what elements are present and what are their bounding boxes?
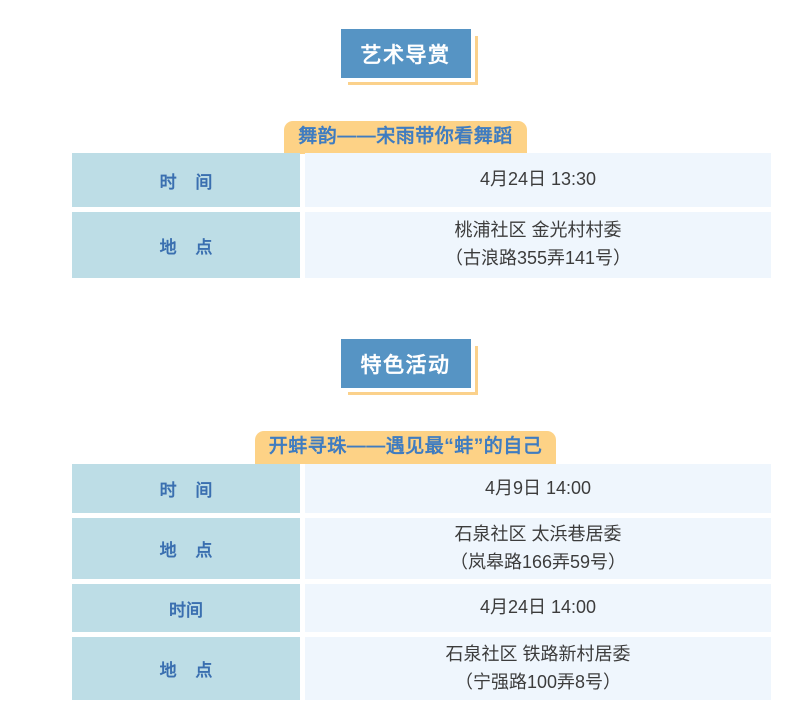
row-value: 桃浦社区 金光村村委 （古浪路355弄141号） [305,212,771,278]
value-line: （岚皋路166弄59号） [449,551,627,572]
subtitle-pill-1: 舞韵——宋雨带你看舞蹈 [284,121,527,154]
value-line: 4月24日 13:30 [479,169,597,190]
heading-accent-2 [347,346,478,395]
subtitle-pill-2: 开蚌寻珠——遇见最“蚌”的自己 [254,431,557,464]
value-line: 石泉社区 太浜巷居委 [454,523,622,544]
row-label: 地 点 [72,212,300,278]
subtitle-row-2: 开蚌寻珠——遇见最“蚌”的自己 [0,431,811,464]
table-row: 地 点 石泉社区 太浜巷居委 （岚皋路166弄59号） [72,518,771,579]
heading-label-1: 艺术导赏 [340,29,471,78]
row-label: 时间 [72,584,300,632]
heading-badge-2: 特色活动 [340,339,478,395]
value-line: 石泉社区 铁路新村居委 [445,643,631,664]
section-heading-1: 艺术导赏 [0,29,811,109]
heading-badge-1: 艺术导赏 [340,29,478,85]
row-value: 石泉社区 太浜巷居委 （岚皋路166弄59号） [305,518,771,579]
value-line: （宁强路100弄8号） [454,671,622,692]
row-label: 时 间 [72,464,300,513]
table-row: 时 间 4月24日 13:30 [72,153,771,207]
row-label: 地 点 [72,637,300,700]
heading-label-2: 特色活动 [340,339,471,388]
row-value: 4月24日 14:00 [305,584,771,632]
info-table-1: 时 间 4月24日 13:30 地 点 桃浦社区 金光村村委 （古浪路355弄1… [72,153,771,283]
table-row: 地 点 桃浦社区 金光村村委 （古浪路355弄141号） [72,212,771,278]
subtitle-row-1: 舞韵——宋雨带你看舞蹈 [0,121,811,154]
value-line: 4月9日 14:00 [484,477,592,498]
table-row: 地 点 石泉社区 铁路新村居委 （宁强路100弄8号） [72,637,771,700]
row-value: 4月9日 14:00 [305,464,771,513]
heading-accent-1 [347,36,478,85]
table-row: 时间 4月24日 14:00 [72,584,771,632]
value-line: （古浪路355弄141号） [444,248,632,268]
info-table-2: 时 间 4月9日 14:00 地 点 石泉社区 太浜巷居委 （岚皋路166弄59… [72,464,771,705]
row-label: 地 点 [72,518,300,579]
row-value: 石泉社区 铁路新村居委 （宁强路100弄8号） [305,637,771,700]
row-label: 时 间 [72,153,300,207]
value-line: 桃浦社区 金光村村委 [454,220,622,241]
value-line: 4月24日 14:00 [479,597,597,618]
section-heading-2: 特色活动 [0,339,811,419]
row-value: 4月24日 13:30 [305,153,771,207]
table-row: 时 间 4月9日 14:00 [72,464,771,513]
